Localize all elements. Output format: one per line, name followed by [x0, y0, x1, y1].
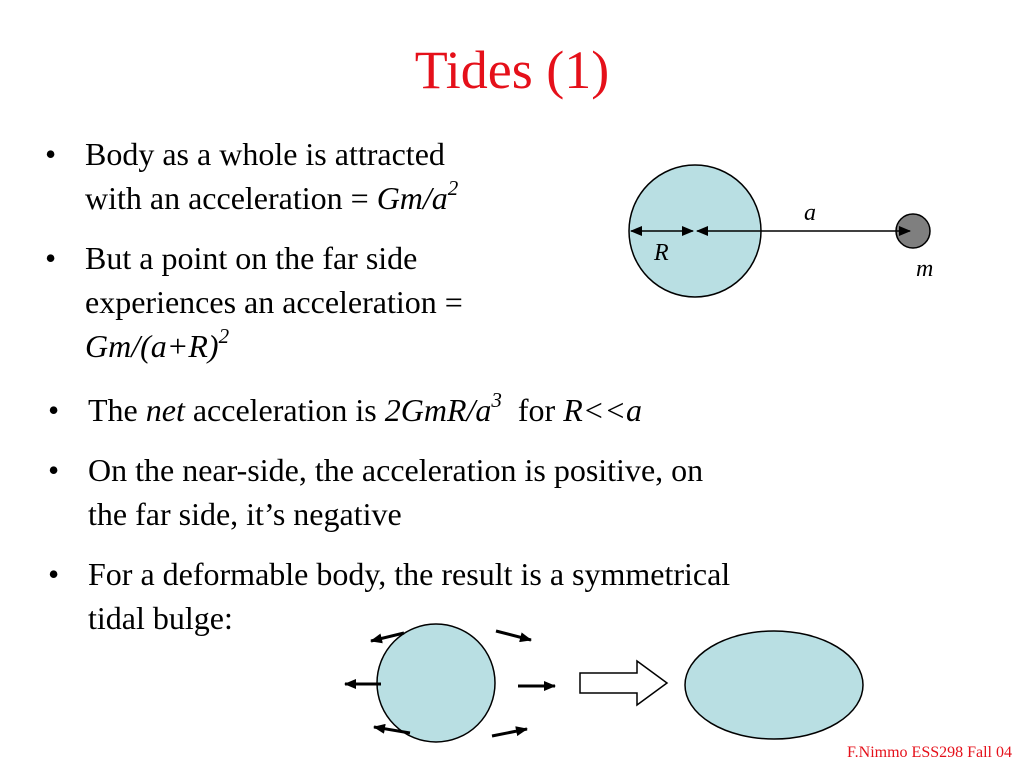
bullet-2-line-3: Gm/(a+R)2 [85, 324, 230, 365]
bullet-2-line-1: But a point on the far side [85, 240, 418, 276]
bullet-4: • On the near-side, the acceleration is … [48, 448, 948, 536]
bullet-2-line-2: experiences an acceleration = [85, 284, 463, 320]
formula-gm-a-plus-r2: Gm/(a+R) [85, 328, 219, 364]
bullet-3: • The net acceleration is 2GmR/a3 for R<… [48, 388, 948, 432]
label-m: m [916, 256, 933, 282]
label-r: R [653, 240, 669, 266]
formula-gm-a2: Gm/a [376, 180, 448, 216]
slide-footer: F.Nimmo ESS298 Fall 04 [847, 744, 1012, 761]
force-arrow-bottom-left [373, 723, 411, 735]
bullet-5-marker: • [48, 556, 60, 592]
bullet-4-line-2: the far side, it’s negative [88, 496, 402, 532]
undeformed-body [376, 623, 496, 743]
bullet-1: • Body as a whole is attracted with an a… [45, 132, 605, 220]
bullet-4-marker: • [48, 452, 60, 488]
planet-circle [628, 164, 762, 298]
bullet-3-line-1: The net acceleration is 2GmR/a3 for R<<a [88, 388, 642, 429]
bullet-5-line-2: tidal bulge: [88, 600, 233, 636]
bullet-1-marker: • [45, 136, 57, 172]
label-a: a [804, 200, 816, 226]
bullet-5-line-1: For a deformable body, the result is a s… [88, 556, 731, 592]
force-arrow-bottom-right [491, 726, 528, 738]
bullet-1-line-1: Body as a whole is attracted [85, 136, 445, 172]
bullet-2: • But a point on the far side experience… [45, 236, 605, 368]
slide-title: Tides (1) [414, 40, 610, 100]
bullet-1-line-2: with an acceleration = Gm/a2 [85, 176, 459, 217]
formula-2gmr-a3: 2GmR/a [384, 392, 492, 428]
formula-r-much-less-a: R<<a [563, 392, 642, 428]
transition-arrow [579, 659, 669, 707]
bullet-4-line-1: On the near-side, the acceleration is po… [88, 452, 704, 488]
bullet-2-marker: • [45, 240, 57, 276]
deformed-body [684, 630, 864, 740]
bullet-3-marker: • [48, 392, 60, 428]
moon-circle [895, 213, 931, 249]
bullet-5: • For a deformable body, the result is a… [48, 552, 948, 640]
